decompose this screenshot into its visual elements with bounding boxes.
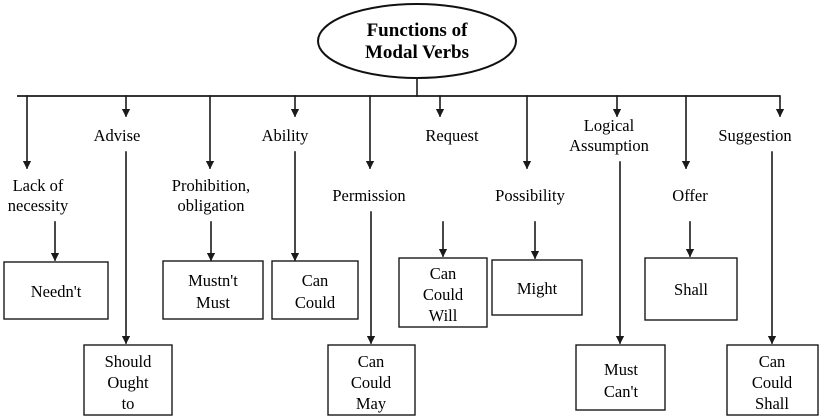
node-box-shall: Shall [644,257,738,321]
shall-box-text-1: Shall [674,280,708,299]
node-box-mustn-t-must: Mustn't Must [162,260,264,320]
should-ought-to-box-text-3: to [122,394,135,413]
can-could-box-shape [271,260,359,320]
node-box-can-could-will: Can Could Will [398,257,488,328]
can-could-may-box-shape [327,344,416,416]
should-ought-to-box-text-2: Ought [107,373,149,392]
node-box-might: Might [491,259,583,316]
can-could-shall-box-text-2: Could [752,373,793,392]
title-ellipse-shape [317,3,517,79]
branch-label-possibility: Possibility [495,186,565,205]
title-line-1: Functions of [367,20,468,41]
branch-label-permission: Permission [332,186,405,205]
can-could-may-box-text-3: May [356,394,387,413]
branch-label-lack-of-necessity-line2: necessity [8,196,69,215]
node-box-can-could: Can Could [271,260,359,320]
can-could-will-box-shape [398,257,488,328]
mustn-t-must-box-text-2: Must [196,293,230,312]
should-ought-to-box-shape [83,344,173,416]
needn-t-box-shape [3,261,109,320]
branch-label-prohibition-line2: obligation [178,196,245,215]
can-could-will-box-text-2: Could [423,285,464,304]
must-can-t-box-text-1: Must [604,360,638,379]
title-node: Functions of Modal Verbs [317,3,517,79]
branch-label-offer: Offer [672,186,708,205]
must-can-t-box-shape [575,344,666,411]
might-box-text-1: Might [517,279,558,298]
node-box-can-could-shall: Can Could Shall [726,344,819,416]
branch-label-request: Request [425,126,479,145]
node-box-must-can-t: Must Can't [575,344,666,411]
branch-label-lack-of-necessity-line1: Lack of [13,176,64,195]
branch-label-ability: Ability [262,126,310,145]
branch-label-logical-assumption-line1: Logical [584,116,635,135]
can-could-box-text-2: Could [295,293,336,312]
can-could-shall-box-shape [726,344,819,416]
can-could-will-box-text-3: Will [429,306,458,325]
mustn-t-must-box-shape [162,260,264,320]
branch-label-prohibition-line1: Prohibition, [172,176,250,195]
node-box-needn-t: Needn't [3,261,109,320]
shall-box-shape [644,257,738,321]
can-could-shall-box-text-1: Can [759,352,786,371]
can-could-may-box-text-2: Could [351,373,392,392]
must-can-t-box-text-2: Can't [604,382,639,401]
node-box-should-ought-to: Should Ought to [83,344,173,416]
can-could-shall-box-text-3: Shall [755,394,789,413]
can-could-box-text-1: Can [302,271,329,290]
node-box-can-could-may: Can Could May [327,344,416,416]
can-could-may-box-text-1: Can [358,352,385,371]
mustn-t-must-box-text-1: Mustn't [188,271,238,290]
might-box-shape [491,259,583,316]
should-ought-to-box-text-1: Should [105,352,153,371]
branch-label-suggestion: Suggestion [718,126,791,145]
can-could-will-box-text-1: Can [430,264,457,283]
title-line-2: Modal Verbs [365,42,469,63]
branch-label-logical-assumption-line2: Assumption [569,136,649,155]
branch-label-advise: Advise [94,126,141,145]
needn-t-box-text-1: Needn't [31,282,82,301]
